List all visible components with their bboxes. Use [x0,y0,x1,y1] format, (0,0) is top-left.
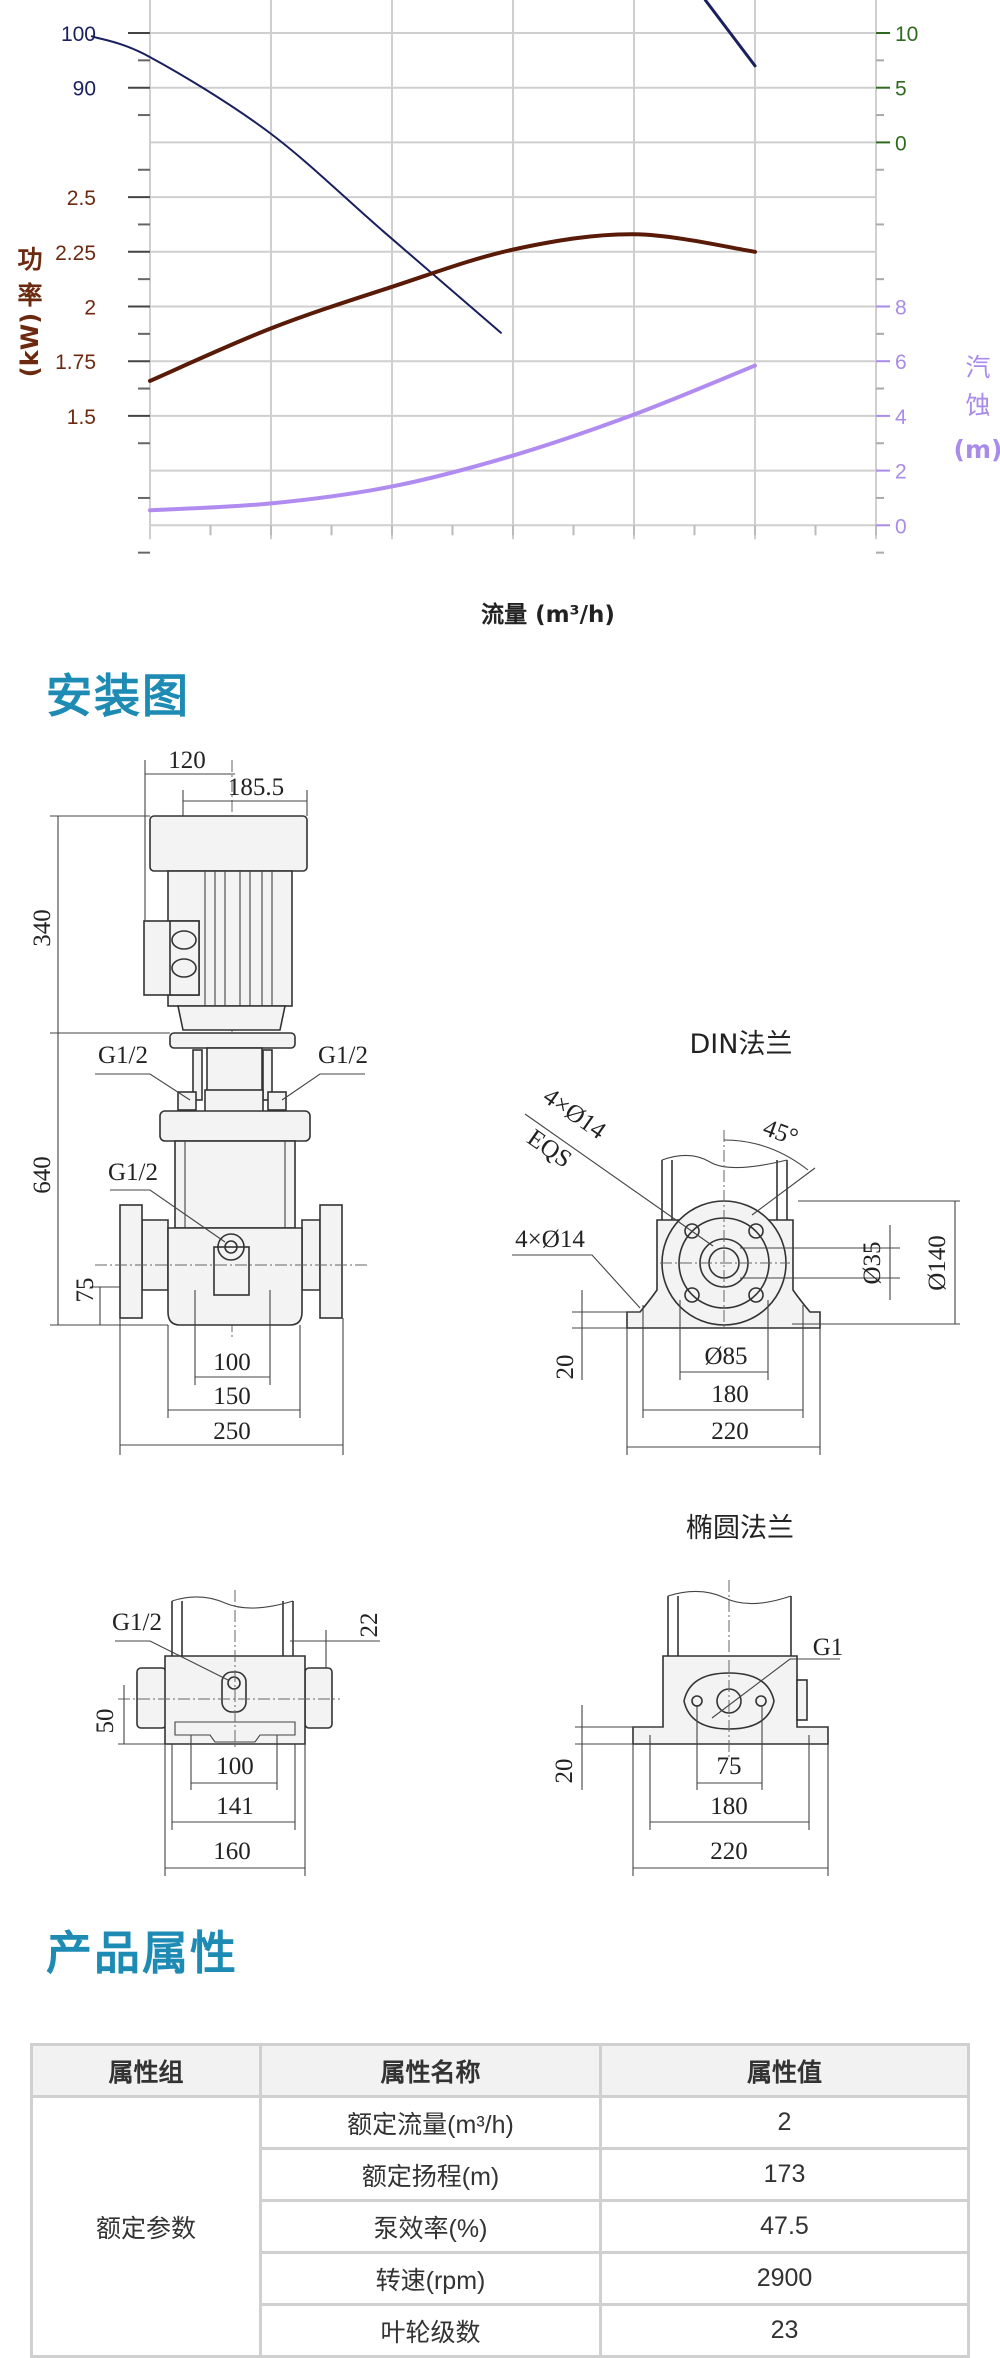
oval-flange-view: 椭圆法兰 G1 20 75 180 220 [551,1513,843,1876]
right_npsh-tick-label: 8 [895,297,907,320]
table-row: 泵效率(%) 47.5 [32,2199,970,2254]
dim-340: 340 [29,909,56,947]
dim-50: 50 [92,1709,119,1734]
left_head-tick-label: 100 [61,23,96,46]
label-45-degree: 45° [760,1114,802,1151]
dim-250: 250 [213,1418,251,1445]
dim-640: 640 [29,1156,56,1194]
table-row: 额定扬程(m) 173 [32,2147,970,2202]
chart-grid [138,0,884,554]
property-name: 额定扬程(m) [259,2147,602,2202]
dim-20-oval: 20 [551,1759,578,1784]
property-name: 泵效率(%) [259,2199,602,2254]
table-header-row: 属性组 属性名称 属性值 [30,2043,970,2098]
label-g1-2-drain: G1/2 [108,1159,158,1186]
label-g1-2-side: G1/2 [112,1609,162,1636]
npsh-axis-label-char: 汽 [965,353,990,382]
dim-185-5: 185.5 [228,774,284,801]
npsh-axis-label-char: 蚀 [965,391,990,420]
right_npsh-tick-label: 6 [895,351,907,374]
series-head-line [90,35,502,334]
properties-table: 属性组 属性名称 属性值 额定参数 额定流量(m³/h) 2 额定扬程(m) 1… [30,2043,970,2358]
property-value: 2900 [599,2251,970,2306]
section-title-installation: 安装图 [46,669,190,723]
dim-220: 220 [711,1418,749,1445]
section-title-properties: 产品属性 [46,1926,238,1980]
header-value: 属性值 [599,2043,970,2098]
chart-ticks: 100 90 2.5 2.25 2 1.75 1.5 10 5 0 8 6 4 2 0 [55,23,918,538]
npsh-axis-unit: (m) [954,435,1000,464]
dim-220-oval: 220 [710,1838,748,1865]
property-name: 叶轮级数 [259,2303,602,2358]
dim-120: 120 [168,747,206,774]
label-bolts: 4×Ø14 [515,1226,585,1253]
chart-labels: 功率 (kW) 汽蚀 (m) [16,245,1000,464]
table-row: 额定参数 额定流量(m³/h) 2 [30,2095,970,2358]
property-value: 23 [599,2303,970,2358]
pump-front-view: 120 185.5 340 640 75 100 150 250 G1/2 G1… [29,747,370,1455]
left_head-tick-label: 90 [73,78,96,101]
series-power-line [148,232,757,383]
dim-100: 100 [213,1349,251,1376]
header-name: 属性名称 [259,2043,602,2098]
property-value: 173 [599,2147,970,2202]
property-name: 额定流量(m³/h) [259,2095,602,2150]
left_power-tick-label: 2 [84,297,96,320]
series-npsh-line [148,363,757,513]
left_power-tick-label: 1.5 [67,406,96,429]
dim-20: 20 [552,1355,579,1380]
dim-d140: Ø140 [924,1235,951,1291]
dim-100-side: 100 [216,1753,254,1780]
dim-141: 141 [216,1793,254,1820]
power-axis-unit: (kW) [16,313,44,377]
power-axis-label-char: 功 [17,245,42,274]
property-name: 转速(rpm) [259,2251,602,2306]
header-group: 属性组 [30,2043,262,2098]
dim-180: 180 [711,1381,749,1408]
dim-75: 75 [72,1278,99,1303]
group-cell: 额定参数 [30,2095,262,2358]
label-eqs: EQS [522,1124,576,1173]
left_power-tick-label: 1.75 [55,351,96,374]
dim-180-oval: 180 [710,1793,748,1820]
oval-flange-title: 椭圆法兰 [686,1513,794,1544]
x-axis-label: 流量 (m³/h) [481,601,615,628]
din-flange-view: DIN法兰 4×Ø14 EQS 45° 4×Ø14 Ø35 Ø140 20 Ø8… [512,1029,960,1455]
right_eff-tick-label: 10 [895,23,918,46]
property-value: 47.5 [599,2199,970,2254]
left_power-tick-label: 2.25 [55,242,96,265]
pump-side-view: G1/2 22 50 100 141 160 [92,1590,383,1876]
left_power-tick-label: 2.5 [67,187,96,210]
dim-d85: Ø85 [704,1343,747,1370]
right_npsh-tick-label: 2 [895,461,907,484]
label-g1-2-left: G1/2 [98,1042,148,1069]
right_eff-tick-label: 0 [895,132,907,155]
dim-160: 160 [213,1838,251,1865]
right_npsh-tick-label: 4 [895,406,907,429]
dim-75-oval: 75 [717,1753,742,1780]
label-g1-2-right: G1/2 [318,1042,368,1069]
chart-series [90,0,757,513]
performance-chart: 100 90 2.5 2.25 2 1.75 1.5 10 5 0 8 6 4 2 0 功率 (kW) 汽蚀 (m… [16,0,1000,628]
installation-drawings: 120 185.5 340 640 75 100 150 250 G1/2 G1… [29,747,960,1876]
right_npsh-tick-label: 0 [895,515,907,538]
label-g1: G1 [813,1634,844,1661]
table-row: 转速(rpm) 2900 [32,2251,970,2306]
dim-150: 150 [213,1383,251,1410]
dim-d35: Ø35 [859,1241,886,1284]
din-flange-title: DIN法兰 [690,1029,793,1060]
dim-22: 22 [356,1613,383,1638]
series-efficiency-line [703,0,757,68]
power-axis-label-char: 率 [17,281,42,310]
property-value: 2 [599,2095,970,2150]
right_eff-tick-label: 5 [895,78,907,101]
